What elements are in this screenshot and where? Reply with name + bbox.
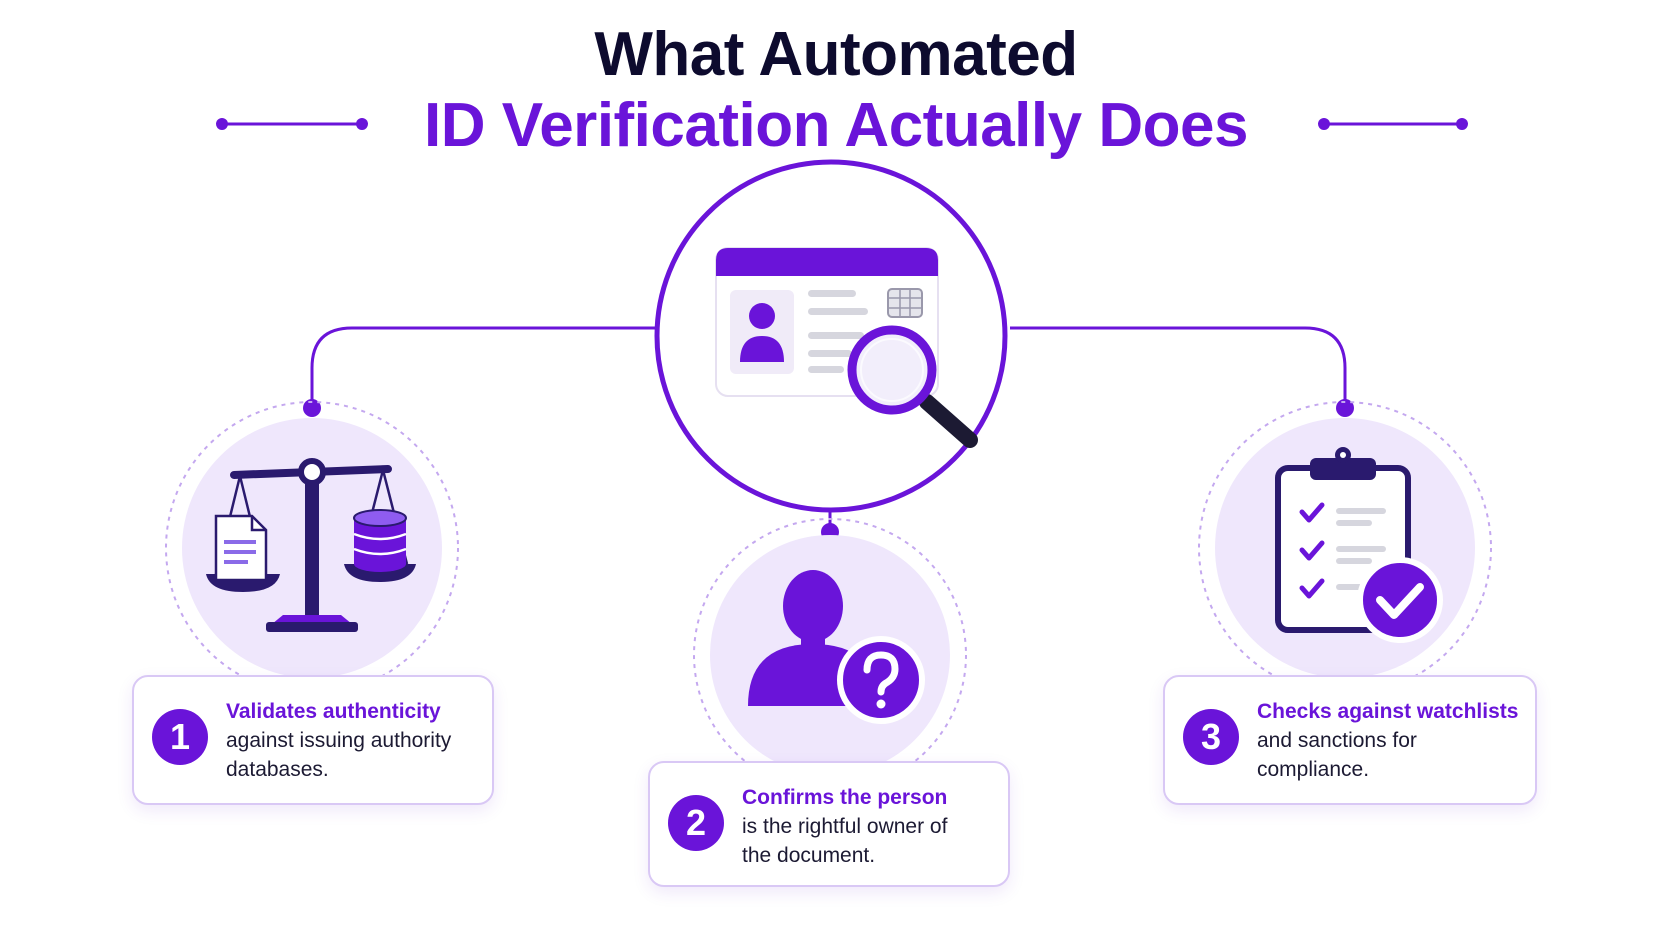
title-divider-left: [216, 118, 368, 130]
connector-dot-3: [1336, 399, 1354, 417]
step-heading-3: Checks against watchlists: [1257, 700, 1519, 723]
step-card-1: 1 Validates authenticity against issuing…: [132, 675, 494, 805]
step-card-2: 2 Confirms the person is the rightful ow…: [648, 761, 1010, 887]
step-text-1-line-2: databases.: [226, 758, 329, 781]
step-heading-1: Validates authenticity: [226, 700, 441, 723]
step-text-1-line-1: against issuing authority: [226, 729, 452, 752]
scales-icon: [165, 401, 459, 695]
title-line-1: What Automated: [594, 20, 1078, 89]
title-line-2: ID Verification Actually Does: [424, 91, 1248, 160]
step-number-3: 3: [1183, 709, 1239, 765]
step-text-2-line-1: is the rightful owner of: [742, 815, 948, 838]
id-verify-icon: [654, 159, 1008, 513]
clipboard-check-icon: [1198, 401, 1492, 695]
connector-dot-1: [303, 399, 321, 417]
title-divider-right: [1318, 118, 1468, 130]
step-card-3: 3 Checks against watchlists and sanction…: [1163, 675, 1537, 805]
step-heading-2: Confirms the person: [742, 786, 948, 809]
step-number-1: 1: [152, 709, 208, 765]
step-number-2: 2: [668, 795, 724, 851]
step-text-2-line-2: the document.: [742, 844, 876, 867]
step-text-3-line-2: compliance.: [1257, 758, 1370, 781]
person-question-icon: [693, 518, 967, 792]
step-text-3-line-1: and sanctions for: [1257, 729, 1417, 752]
